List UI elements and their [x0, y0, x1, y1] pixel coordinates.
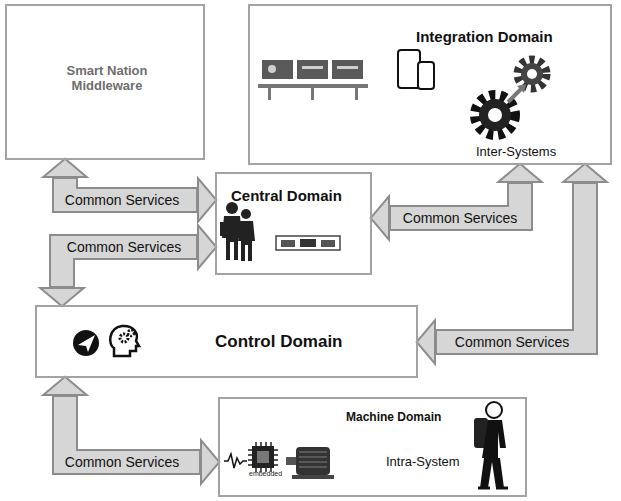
edge-label: Common Services — [62, 191, 182, 209]
robot-figures — [220, 202, 255, 261]
block-arrow — [43, 228, 215, 305]
node-title: Smart Nation Middleware — [52, 64, 162, 94]
edge-label: Common Services — [400, 209, 520, 227]
domain-box: Central Domain — [215, 172, 372, 275]
tablet-icon — [398, 50, 434, 89]
node-subtitle: Inter-Systems — [476, 145, 556, 160]
block-arrow — [418, 165, 604, 361]
chip-icon — [248, 442, 278, 472]
navigation-icon — [73, 330, 99, 356]
robot-person-icon — [474, 402, 508, 488]
node-title: Integration Domain — [416, 28, 553, 45]
dashboard-icon — [258, 60, 368, 100]
motor-icon — [286, 447, 334, 479]
node-subtitle: Intra-System — [386, 455, 460, 470]
edge-label: Common Services — [452, 333, 572, 351]
edge-label: Common Services — [64, 238, 184, 256]
domain-box: Machine DomainIntra-System — [218, 397, 527, 497]
domain-box: Integration DomainInter-Systems — [248, 4, 612, 165]
node-title: Control Domain — [215, 332, 343, 352]
signal-wave — [224, 454, 247, 468]
head-gears-icon — [110, 326, 139, 356]
chip-label: embedded — [249, 470, 282, 478]
control-panel-icon — [276, 236, 340, 250]
block-arrow — [372, 165, 539, 237]
gears-icon — [475, 60, 546, 135]
node-title: Machine Domain — [346, 411, 441, 425]
edge-label: Common Services — [62, 453, 182, 471]
block-arrow — [46, 160, 215, 219]
domain-box: Control Domain — [35, 305, 418, 378]
block-arrow — [46, 378, 218, 481]
middleware-box: Smart Nation Middleware — [5, 4, 205, 160]
node-title: Central Domain — [231, 187, 342, 204]
